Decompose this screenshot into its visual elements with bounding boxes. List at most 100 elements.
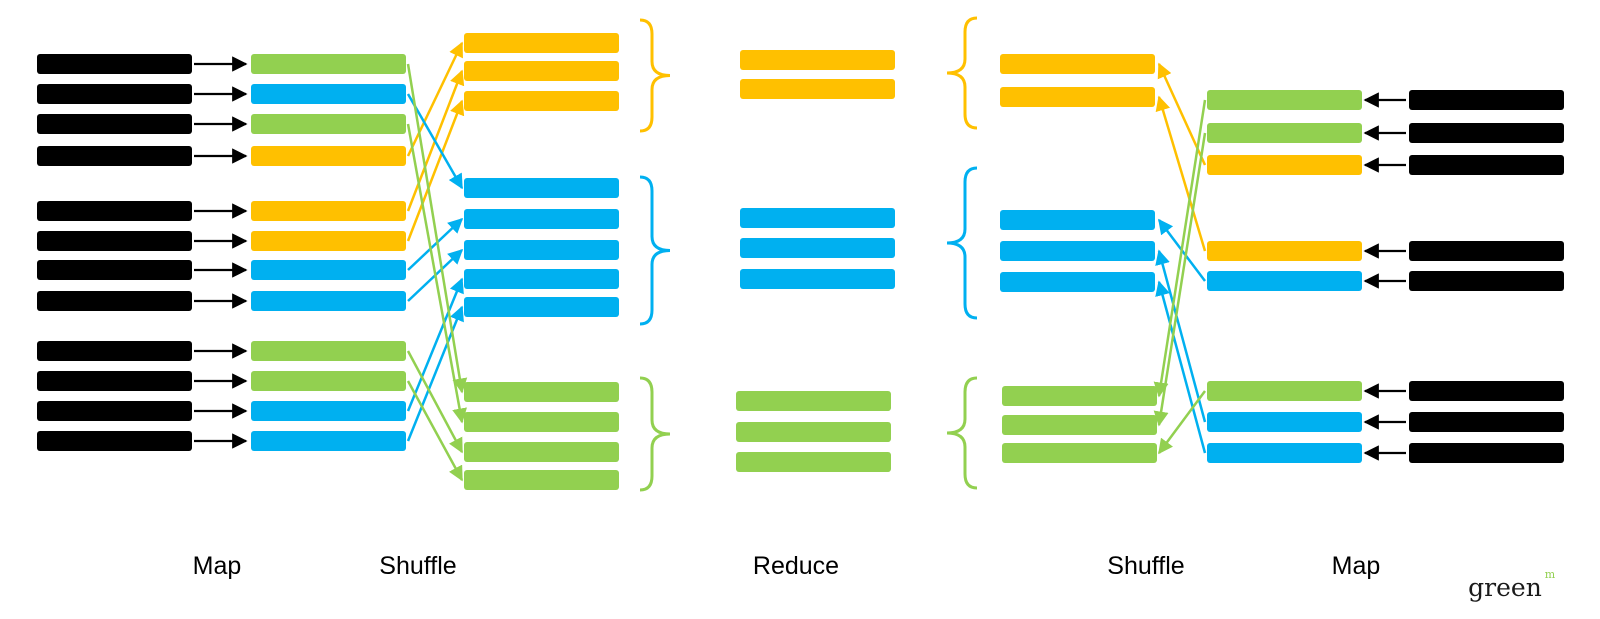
shuffle-left-green-4 <box>406 380 464 482</box>
left-input-record-8 <box>37 291 192 311</box>
shuffle-right-blue-2 <box>1155 249 1207 423</box>
right-mapped-record-6 <box>1207 381 1362 401</box>
left-input-record-2 <box>37 84 192 104</box>
left-shuffled-green-2 <box>464 412 619 432</box>
shuffle-left-yellow-1 <box>406 41 464 157</box>
greenm-logo: green m <box>1468 568 1556 602</box>
right-input-record-2 <box>1409 123 1564 143</box>
left-shuffled-yellow-1 <box>464 33 619 53</box>
stage-label-reduce: Reduce <box>753 552 839 580</box>
left-mapped-record-11 <box>251 401 406 421</box>
right-shuffled-green-1 <box>1002 386 1157 406</box>
left-mapped-record-9 <box>251 341 406 361</box>
shuffle-right-green-3 <box>1157 390 1207 455</box>
left-shuffled-blue-2 <box>464 209 619 229</box>
right-mapped-record-8 <box>1207 443 1362 463</box>
right-shuffled-blue-1 <box>1000 210 1155 230</box>
shuffle-right-yellow-2 <box>1155 95 1207 252</box>
left-shuffled-blue-5 <box>464 297 619 317</box>
svg-text:green: green <box>1468 573 1542 602</box>
left-shuffled-blue-3 <box>464 240 619 260</box>
logo-text: green <box>1468 573 1542 602</box>
right-shuffled-green-2 <box>1002 415 1157 435</box>
reduce-blue-2 <box>740 238 895 258</box>
right-input-record-7 <box>1409 412 1564 432</box>
right-brace-blue <box>946 166 978 320</box>
left-mapped-record-4 <box>251 146 406 166</box>
left-shuffled-blue-4 <box>464 269 619 289</box>
shuffle-right-blue-3 <box>1155 280 1207 454</box>
shuffle-left-green-1 <box>406 63 468 394</box>
svg-text:m: m <box>1545 568 1556 581</box>
right-mapped-record-5 <box>1207 271 1362 291</box>
right-shuffled-yellow-1 <box>1000 54 1155 74</box>
braces-layer <box>639 16 978 492</box>
left-mapped-record-8 <box>251 291 406 311</box>
shuffle-left-blue-5 <box>406 305 464 442</box>
left-input-record-7 <box>37 260 192 280</box>
left-input-record-6 <box>37 231 192 251</box>
left-input-record-10 <box>37 371 192 391</box>
right-shuffled-green-3 <box>1002 443 1157 463</box>
left-input-record-9 <box>37 341 192 361</box>
right-shuffled-blue-2 <box>1000 241 1155 261</box>
left-mapped-record-2 <box>251 84 406 104</box>
right-input-record-8 <box>1409 443 1564 463</box>
left-input-record-4 <box>37 146 192 166</box>
left-mapped-record-5 <box>251 201 406 221</box>
right-brace-yellow <box>946 16 978 130</box>
reduce-blue-1 <box>740 208 895 228</box>
left-brace-blue <box>639 175 671 326</box>
right-mapped-record-4 <box>1207 241 1362 261</box>
reduce-green-1 <box>736 391 891 411</box>
right-mapped-record-7 <box>1207 412 1362 432</box>
left-mapped-record-12 <box>251 431 406 451</box>
stage-label-map-right: Map <box>1332 552 1381 580</box>
reduce-green-2 <box>736 422 891 442</box>
shuffle-right-green-1 <box>1153 99 1207 398</box>
left-shuffled-green-1 <box>464 382 619 402</box>
shuffle-left-blue-4 <box>406 277 464 412</box>
shuffle-left-blue-1 <box>406 93 464 190</box>
shuffle-left-blue-2 <box>407 217 464 271</box>
shuffle-left-green-2 <box>406 123 467 424</box>
logo-superscript: m <box>1545 568 1556 581</box>
left-mapped-record-10 <box>251 371 406 391</box>
left-brace-green <box>639 376 671 492</box>
right-brace-green <box>946 376 978 490</box>
right-input-record-3 <box>1409 155 1564 175</box>
right-shuffled-blue-3 <box>1000 272 1155 292</box>
right-input-record-6 <box>1409 381 1564 401</box>
left-mapped-record-7 <box>251 260 406 280</box>
reduce-green-3 <box>736 452 891 472</box>
shuffle-right-green-2 <box>1153 132 1207 427</box>
shuffle-left-yellow-3 <box>406 99 465 242</box>
left-shuffled-blue-1 <box>464 178 619 198</box>
reduce-yellow-2 <box>740 79 895 99</box>
left-mapped-record-6 <box>251 231 406 251</box>
right-input-record-4 <box>1409 241 1564 261</box>
left-brace-yellow <box>639 18 671 133</box>
right-mapped-record-3 <box>1207 155 1362 175</box>
stage-label-shuffle-left: Shuffle <box>379 552 456 580</box>
left-mapped-record-1 <box>251 54 406 74</box>
right-input-record-5 <box>1409 271 1564 291</box>
shuffle-left-green-3 <box>406 350 464 454</box>
right-input-record-1 <box>1409 90 1564 110</box>
left-shuffled-green-4 <box>464 470 619 490</box>
reduce-blue-3 <box>740 269 895 289</box>
left-input-record-1 <box>37 54 192 74</box>
left-shuffled-green-3 <box>464 442 619 462</box>
left-input-record-11 <box>37 401 192 421</box>
right-shuffled-yellow-2 <box>1000 87 1155 107</box>
left-input-record-12 <box>37 431 192 451</box>
reduce-yellow-1 <box>740 50 895 70</box>
right-mapped-record-2 <box>1207 123 1362 143</box>
left-input-record-5 <box>37 201 192 221</box>
boxes-layer <box>37 33 1564 490</box>
left-mapped-record-3 <box>251 114 406 134</box>
left-shuffled-yellow-2 <box>464 61 619 81</box>
stage-label-shuffle-right: Shuffle <box>1107 552 1184 580</box>
right-mapped-record-1 <box>1207 90 1362 110</box>
